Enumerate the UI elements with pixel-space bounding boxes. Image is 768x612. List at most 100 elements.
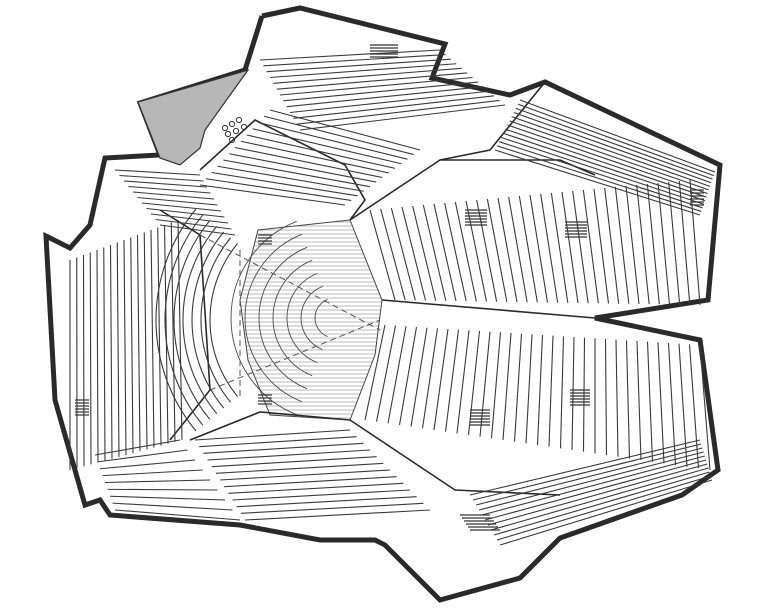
seat-row-upper-right [517,103,714,177]
stage-sightline-upper [199,234,381,331]
seat-row-bottom-right [490,467,709,531]
seat-row-right-upper [497,197,518,303]
seat-row-right-upper [486,198,508,302]
seat-row-top-far [259,49,441,61]
seat-row-bottom-right [481,455,705,516]
seat-row-top-far [263,54,446,67]
seat-row-left [96,249,99,463]
seat-row-right-lower [536,334,544,446]
seat-row-upper-left [137,196,218,206]
seat-row-bottom [244,509,431,521]
seat-row-right-lower [387,326,407,424]
seat-row-right-upper [465,200,488,302]
seat-row-right-upper [369,209,396,301]
stage-arc [244,233,303,403]
seat-row-top [258,121,408,160]
seat-row-right-upper [540,193,559,303]
seat-row-right-lower [559,336,565,449]
seat-row-top [246,134,396,169]
seat-row-top-far [293,95,495,119]
seat-row-right-lower [502,332,512,441]
seat-row-bottom [203,442,364,454]
seat-row-top [229,153,377,183]
stage-arc [230,220,297,416]
seat-row-top-far [273,67,462,84]
seat-row-upper-right [498,141,703,209]
stage-arc [272,259,313,377]
seat-row-bottom [236,496,417,508]
small-seats-cluster [221,116,248,144]
seat-row-right-lower [479,331,491,437]
seat-row-right-upper [636,184,650,305]
seat-row-left [116,242,120,457]
seat-row-bottom-left [99,459,196,470]
seat-row-right-lower [444,329,460,432]
seat-row-upper-right [509,120,709,191]
seat-row-upper-right [501,136,704,205]
seat-row-upper-left [123,180,208,188]
seat-row-top-far [299,104,506,131]
seat-row-top-far [269,63,457,79]
stage-arc [258,246,308,390]
seat-row-bottom [219,469,391,481]
small-seat [232,127,240,135]
seat-row-right-upper [625,185,640,305]
small-seat [224,130,232,138]
seat-row-bottom-right [472,443,702,501]
seat-row-top [199,184,346,206]
seat-row-upper-left [150,213,229,224]
seat-row-left-inner [200,237,232,403]
seat-row-right-upper [390,207,416,301]
seat-row-left [143,232,148,450]
seat-row-right-lower [667,342,677,466]
seat-row-bottom-right [469,439,701,496]
seat-row-left [170,222,176,442]
seat-row-upper-left [119,174,204,182]
seat-row-right-upper [689,179,701,306]
seat-row-right-lower [456,330,470,434]
seat-row-left-inner [164,214,204,426]
seat-row-right-lower [433,328,449,431]
seat-row-bottom [194,429,351,441]
seat-row-upper-left [155,218,232,230]
seat-row-upper-left [128,185,211,194]
seat-row-bottom [207,449,371,461]
seat-row-left [82,254,85,467]
seat-row-bottom-left [114,509,241,521]
seat-row-right-lower [678,343,688,467]
seat-row-right-upper [593,188,610,304]
stage-sightline-lower [209,319,381,391]
seat-row-top-far [289,90,489,114]
seat-row-left [163,224,169,444]
seat-row-top-far [266,58,451,73]
stage-arcs [230,220,328,416]
seat-row-upper-left [132,191,215,200]
seat-row-left [130,237,134,454]
seat-row-bottom [224,476,397,488]
seat-row-upper-left [159,224,236,236]
seat-row-bottom [228,482,404,494]
seat-row-bottom-left [107,488,218,491]
seat-row-bottom-right [496,475,711,541]
seat-row-right-upper [614,186,630,304]
seat-row-left [103,247,106,461]
seat-row-right-upper [646,183,660,305]
seat-row-right-lower [525,334,533,444]
seat-row-top [269,109,421,151]
seat-row-bottom-left [112,502,233,511]
seat-row-top [240,140,389,174]
seat-row-bottom [211,456,377,468]
seat-row-top-far [279,76,473,96]
seat-row-right-lower [410,327,428,427]
seat-row-right-upper [422,204,447,301]
seat-row-right-upper [529,194,549,303]
small-seat [235,116,243,124]
seat-row-bottom-left [109,495,226,501]
seat-row-right-upper [668,181,681,305]
seat-row-right-lower [625,340,631,459]
seat-row-right-lower [615,339,619,457]
seat-row-bottom [215,462,384,474]
seat-row-left-inner [191,231,225,409]
seat-row-right-upper [476,199,498,302]
seat-row-bottom-right [475,447,703,506]
